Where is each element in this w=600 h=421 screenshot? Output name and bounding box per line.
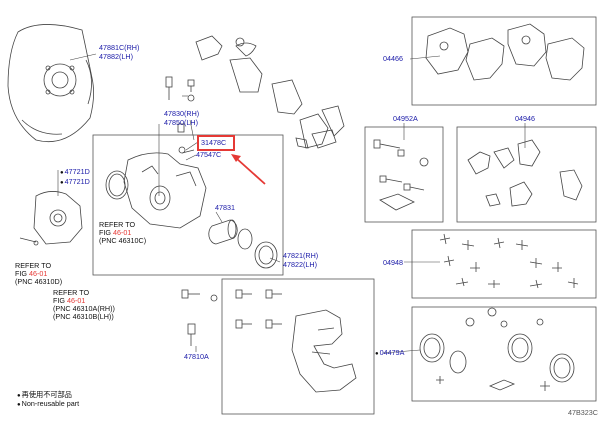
brake-dust-shield-icon: [7, 24, 94, 143]
refer-1-line2: FIG 46-01: [99, 229, 131, 237]
label-04479a: 04479A: [375, 349, 405, 358]
slide-pin-kit-box: [364, 126, 444, 223]
refer-2-fig-prefix: FIG: [15, 269, 29, 278]
piston-icon: [208, 219, 278, 269]
leader-lines: [57, 53, 526, 354]
brake-pad-icon: [425, 23, 585, 81]
label-47882: 47882(LH): [99, 52, 133, 61]
refer-3-pnc-rh: (PNC 46310A(RH)): [53, 304, 115, 313]
refer-1-line1: REFER TO: [99, 220, 136, 229]
label-04948: 04948: [383, 258, 403, 267]
label-47822: 47822(LH): [283, 260, 317, 269]
mounting-bracket-icon: [291, 309, 357, 393]
label-47547c: 47547C: [196, 150, 222, 159]
bolt-icon: [165, 76, 195, 133]
seal-ring-icon: [419, 307, 575, 391]
clip-kit-box: [411, 229, 597, 299]
refer-3-line2: FIG 46-01: [53, 297, 85, 305]
label-47810a: 47810A: [184, 352, 209, 361]
brake-pad-icon: [195, 35, 303, 115]
label-47881c: 47881C(RH): [99, 43, 140, 52]
label-04952a: 04952A: [393, 114, 418, 123]
label-47830: 47830(RH): [164, 109, 200, 118]
refer-3-pnc-lh: (PNC 46310B(LH)): [53, 312, 114, 321]
legend-en: Non-reusable part: [17, 400, 80, 409]
label-04946: 04946: [515, 114, 535, 123]
refer-2-fig-link[interactable]: 46-01: [28, 269, 48, 278]
shim-icon: [467, 139, 583, 207]
legend-cn: 再使用不可部品: [17, 391, 72, 400]
label-47721d-1: 47721D: [60, 168, 90, 177]
refer-3-fig-link[interactable]: 46-01: [66, 296, 86, 305]
label-04466: 04466: [383, 54, 403, 63]
label-47831: 47831: [215, 203, 235, 212]
refer-2-pnc: (PNC 46310D): [15, 277, 63, 286]
shim-icon: [295, 105, 345, 149]
label-47721d-2: 47721D: [60, 178, 90, 187]
mounting-bracket-box: [221, 278, 375, 415]
bolt-icon: [373, 139, 429, 211]
seal-ring-icon: [105, 170, 129, 200]
highlight-callout: [197, 135, 235, 151]
refer-1-pnc: (PNC 46310C): [99, 236, 147, 245]
label-31478c: 31478C: [201, 138, 227, 147]
diagram-id: 47B323C: [568, 408, 598, 417]
shim-kit-box: [456, 126, 597, 223]
refer-3-fig-prefix: FIG: [53, 296, 67, 305]
label-47850: 47850(LH): [164, 118, 198, 127]
label-47821: 47821(RH): [283, 251, 319, 260]
refer-2-line1: REFER TO: [15, 261, 52, 270]
caliper-icon: [123, 146, 207, 229]
pad-kit-box: [411, 16, 597, 106]
refer-1-fig-prefix: FIG: [99, 228, 113, 237]
clip-icon: [439, 233, 579, 289]
caliper-assembly-box: [92, 134, 284, 276]
refer-2-line2: FIG 46-01: [15, 270, 47, 278]
refer-1-fig-link[interactable]: 46-01: [112, 228, 132, 237]
arrow-icon: [231, 154, 266, 185]
seal-kit-box: [411, 306, 597, 402]
refer-3-line1: REFER TO: [53, 288, 90, 297]
caliper-icon: [19, 191, 83, 246]
bolt-icon: [181, 289, 282, 346]
